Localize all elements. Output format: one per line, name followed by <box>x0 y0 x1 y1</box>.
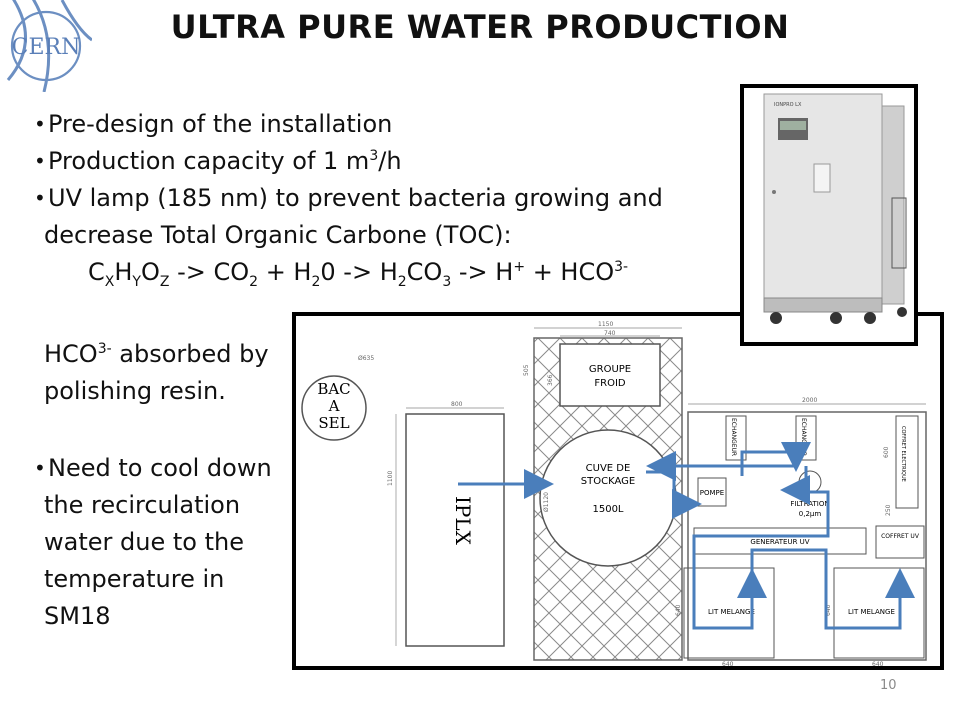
svg-text:ECHANGEUR: ECHANGEUR <box>800 418 807 456</box>
reaction-equation: CXHYOZ -> CO2 + H20 -> H2CO3 -> H+ + HCO… <box>88 258 629 290</box>
svg-text:640: 640 <box>825 604 832 616</box>
svg-text:BAC: BAC <box>317 380 350 398</box>
svg-text:600: 600 <box>883 446 890 458</box>
svg-text:1100: 1100 <box>387 471 394 486</box>
svg-text:1150: 1150 <box>598 321 613 328</box>
svg-text:1500L: 1500L <box>592 504 623 515</box>
svg-text:FILTRATION: FILTRATION <box>790 500 829 508</box>
svg-text:740: 740 <box>604 330 616 337</box>
installation-floor-plan: BAC A SEL Ø635 800 1100 IPLX 1150 740 50… <box>292 312 944 670</box>
photo-brand-label: IONPRO LX <box>774 102 802 108</box>
svg-text:POMPE: POMPE <box>700 489 724 497</box>
iplx-unit: 800 1100 IPLX <box>387 401 505 647</box>
svg-text:250: 250 <box>885 504 892 516</box>
water-unit-photo: IONPRO LX <box>740 84 918 346</box>
bac-a-sel-tank: BAC A SEL Ø635 <box>301 355 374 441</box>
svg-text:640: 640 <box>722 661 734 666</box>
water-flow-path <box>458 442 915 630</box>
svg-text:COFFRET ELECTRIQUE: COFFRET ELECTRIQUE <box>900 426 906 482</box>
svg-text:Ø1120: Ø1120 <box>543 492 550 512</box>
svg-text:LIT MELANGE: LIT MELANGE <box>848 608 895 616</box>
svg-text:505: 505 <box>523 364 530 376</box>
svg-text:IPLX: IPLX <box>451 496 475 546</box>
svg-text:640: 640 <box>872 661 884 666</box>
bullet-capacity: Production capacity of 1 m3/h <box>34 143 663 180</box>
svg-text:800: 800 <box>451 401 463 408</box>
cern-logo-text: CERN <box>12 35 81 60</box>
cern-logo: CERN <box>0 0 93 93</box>
bullet-predesign: Pre-design of the installation <box>34 106 663 143</box>
svg-text:GROUPE: GROUPE <box>589 364 631 375</box>
svg-text:366: 366 <box>547 374 554 386</box>
storage-zone: 1150 740 505 GROUPE FROID 366 CUVE DE ST… <box>523 321 683 661</box>
svg-text:COFFRET UV: COFFRET UV <box>881 533 920 540</box>
svg-text:A: A <box>328 397 340 415</box>
svg-text:CUVE DE: CUVE DE <box>586 463 631 474</box>
bullet-uv-lamp: UV lamp (185 nm) to prevent bacteria gro… <box>34 180 663 217</box>
svg-text:Ø635: Ø635 <box>358 355 374 362</box>
svg-text:2000: 2000 <box>802 397 817 404</box>
slide-title-text: ULTRA PURE WATER PRODUCTION <box>170 8 790 46</box>
hco-absorbed-note: HCO3- absorbed by polishing resin. <box>44 340 269 405</box>
svg-text:FROID: FROID <box>594 378 626 389</box>
bullet-uv-lamp-continued: decrease Total Organic Carbone (TOC): <box>44 221 512 249</box>
svg-text:640: 640 <box>675 604 682 616</box>
slide-title: ULTRA PURE WATER PRODUCTION <box>0 8 960 46</box>
svg-text:SEL: SEL <box>318 414 349 432</box>
svg-text:LIT MELANGE: LIT MELANGE <box>708 608 755 616</box>
bullet-cooling: Need to cool down the recirculation wate… <box>34 450 272 635</box>
svg-text:ECHANGEUR: ECHANGEUR <box>730 418 737 456</box>
svg-text:0,2µm: 0,2µm <box>799 510 822 518</box>
bullet-list: Pre-design of the installation Productio… <box>34 106 663 291</box>
svg-text:STOCKAGE: STOCKAGE <box>581 476 635 487</box>
page-number: 10 <box>880 678 897 693</box>
svg-text:GENERATEUR UV: GENERATEUR UV <box>750 538 809 546</box>
equipment-zone: 2000 ECHANGEUR ECHANGEUR POMPE FILTRATIO… <box>675 397 927 668</box>
